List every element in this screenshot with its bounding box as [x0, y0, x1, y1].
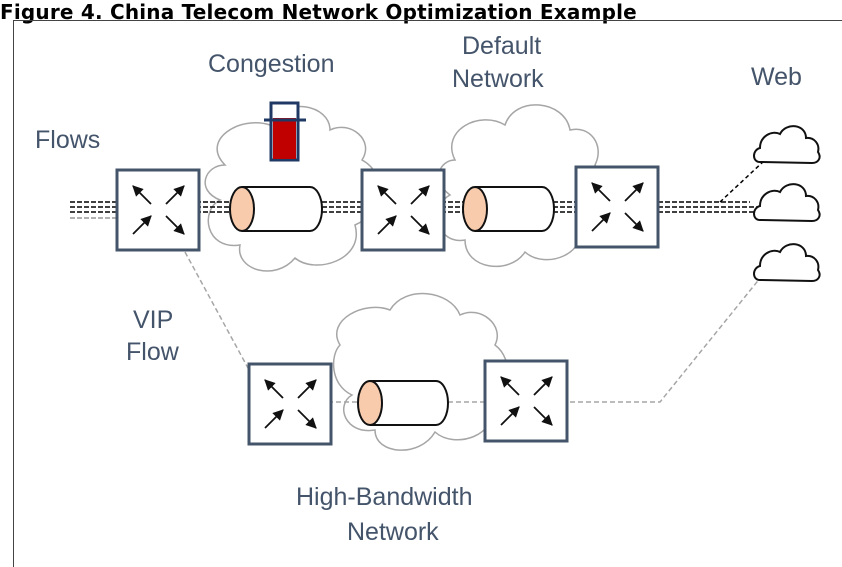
router-vip-egress — [483, 359, 569, 443]
web-cloud-icon-2 — [753, 183, 821, 223]
pipe-default-1 — [229, 186, 323, 232]
web-cloud-icon-1 — [753, 125, 821, 165]
label-high-bandwidth-line1: High-Bandwidth — [296, 483, 473, 511]
web-cloud-icon-3 — [753, 243, 821, 283]
label-congestion: Congestion — [208, 50, 334, 78]
figure-frame — [13, 20, 842, 567]
router-ingress — [115, 168, 201, 252]
router-mid — [360, 168, 446, 252]
congestion-marker — [264, 101, 306, 162]
label-default-network-line2: Network — [452, 65, 544, 93]
label-vip-line2: Flow — [126, 338, 180, 366]
label-default-network-line1: Default — [462, 32, 541, 60]
pipe-high-bandwidth — [357, 380, 449, 426]
web-connector-upper — [719, 159, 766, 203]
high-bandwidth-network-cloud — [332, 292, 509, 451]
label-web: Web — [751, 63, 802, 91]
router-egress — [574, 165, 660, 249]
label-vip-line1: VIP — [133, 306, 173, 334]
label-high-bandwidth-line2: Network — [347, 518, 439, 546]
label-flows: Flows — [35, 126, 100, 154]
pipe-default-2 — [462, 186, 555, 232]
router-vip-ingress — [247, 362, 333, 446]
